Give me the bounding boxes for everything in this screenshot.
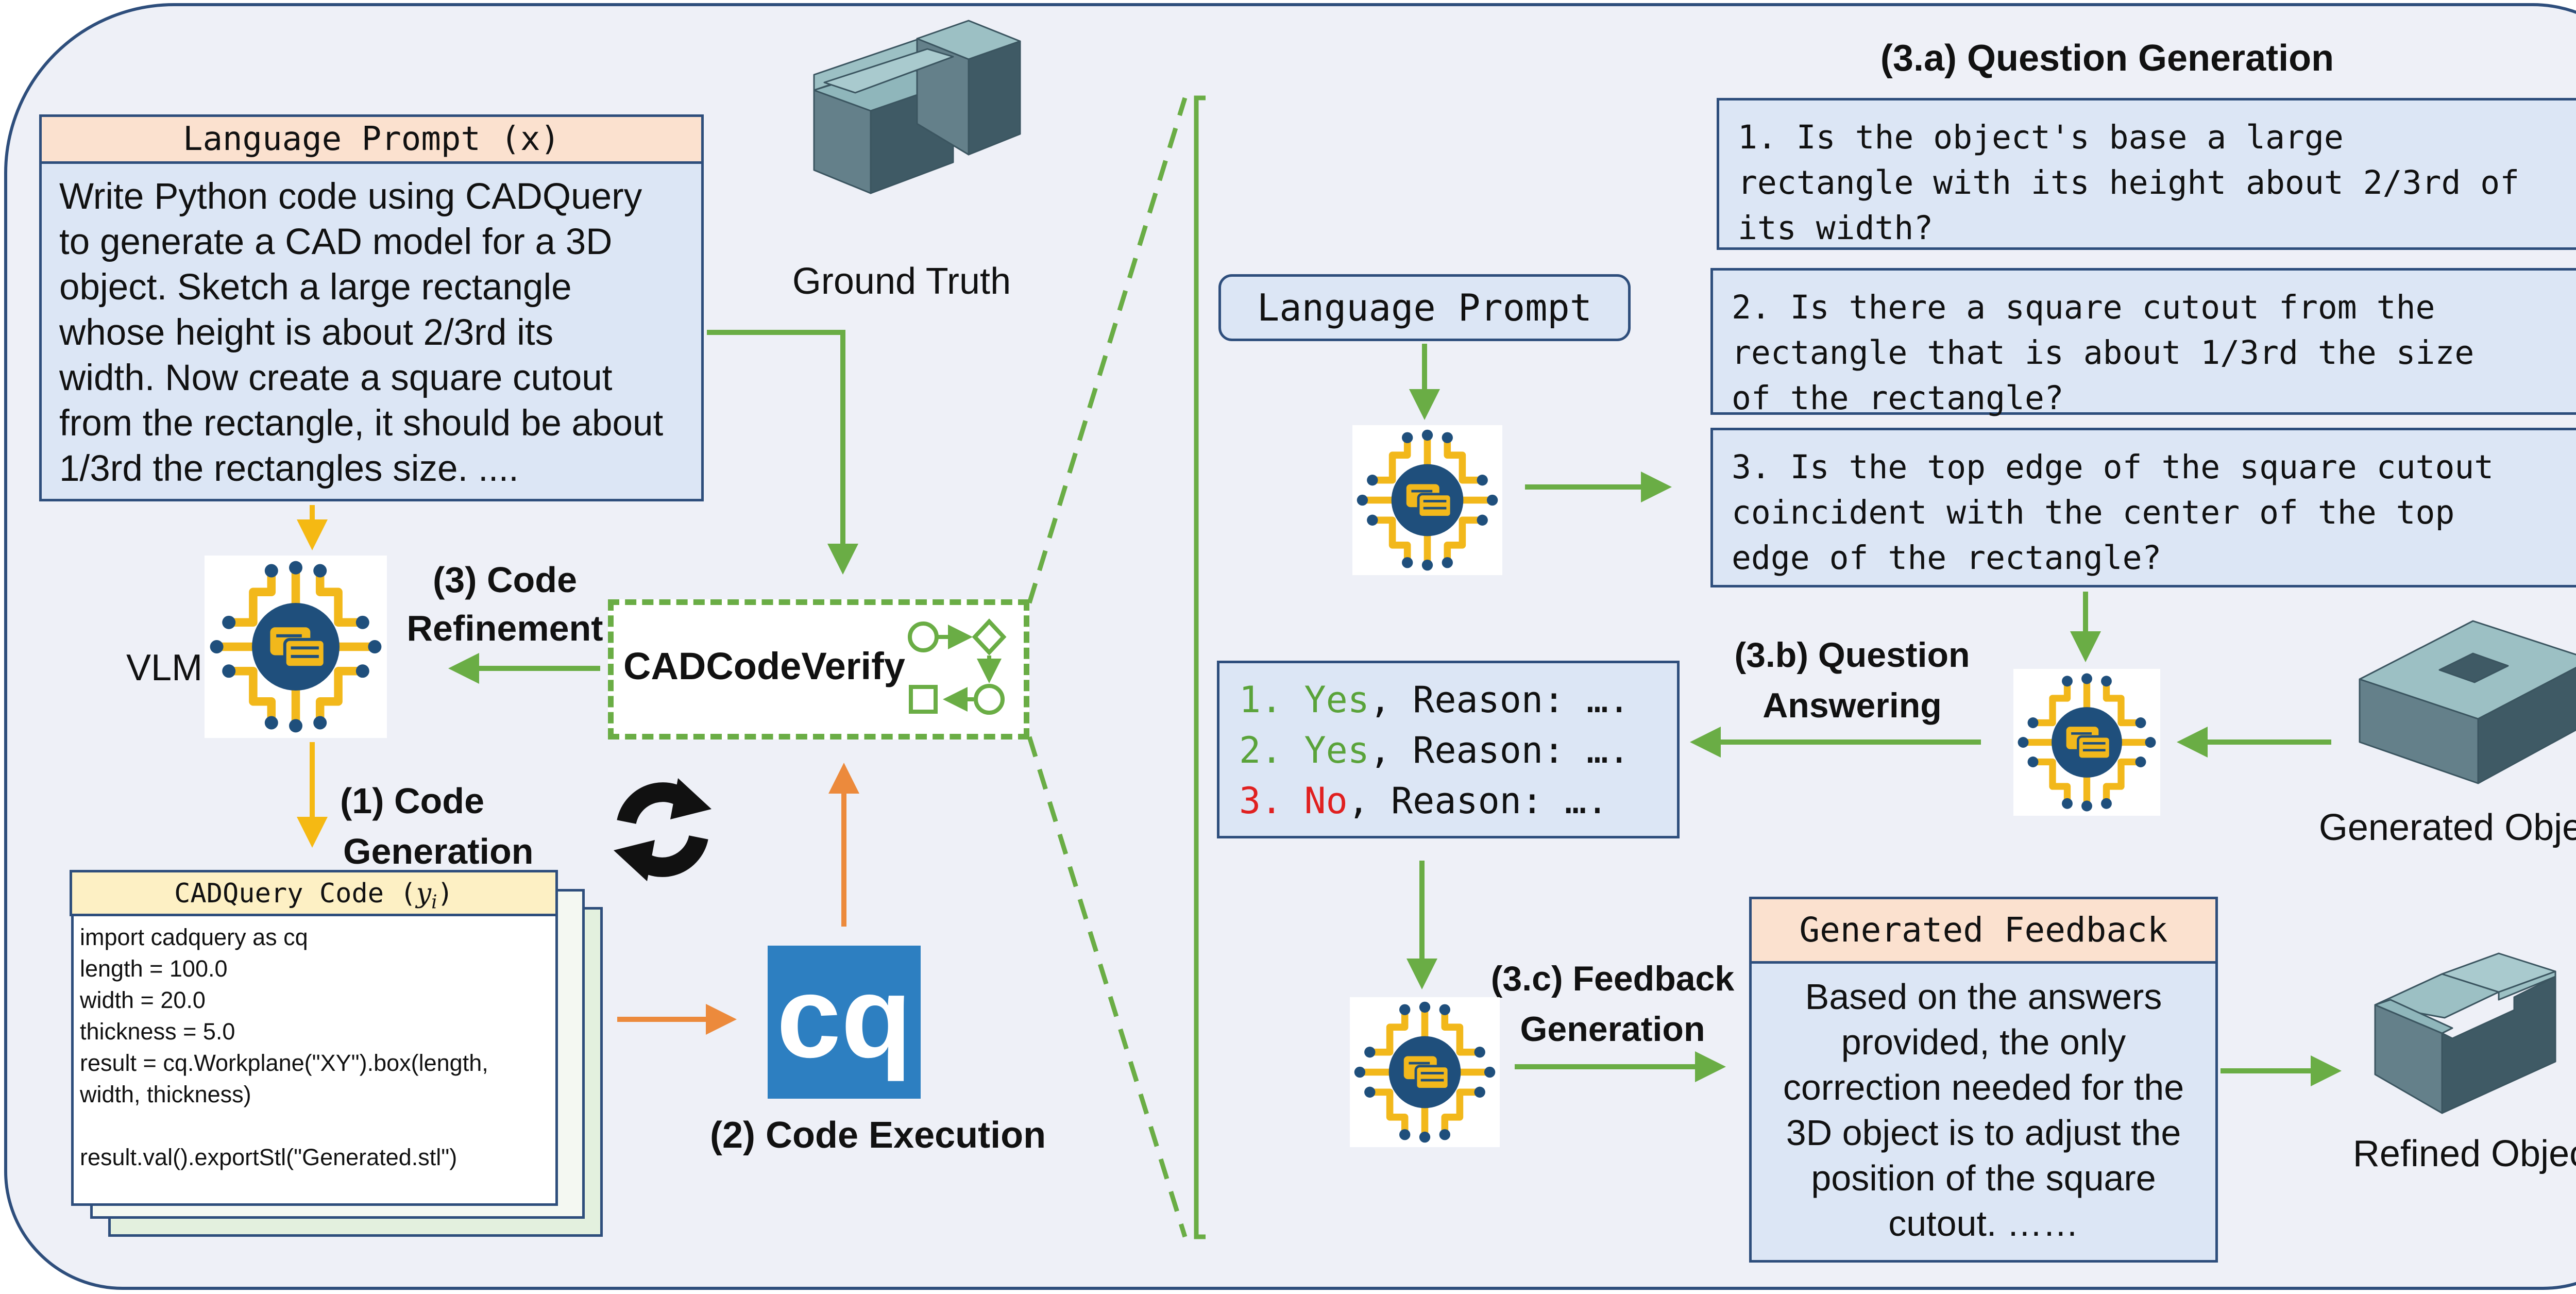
code-refinement-label: (3) Code Refinement (406, 560, 603, 648)
refresh-icon (614, 778, 711, 881)
code-execution-label: (2) Code Execution (710, 1115, 1046, 1156)
generated-object-icon (2359, 620, 2576, 784)
feedback-generation-vlm-icon (1350, 997, 1500, 1147)
ground-truth-object-icon (813, 20, 1021, 194)
question-box-1: 1. Is the object's base a large rectangl… (1717, 98, 2576, 250)
question-generation-title: (3.a) Question Generation (1880, 38, 2334, 79)
refined-object-icon (2374, 952, 2556, 1114)
code-generation-label: (1) Code Generation (340, 781, 534, 871)
prompt-line: Write Python code using CADQuery (59, 176, 642, 217)
answer-line-3: 3. No, Reason: …. (1239, 780, 1608, 822)
ground-truth-label: Ground Truth (792, 261, 1011, 302)
code-line: length = 100.0 (80, 955, 228, 982)
language-prompt-small: Language Prompt (1218, 274, 1631, 341)
refined-object-label: Refined Object (2352, 1133, 2576, 1174)
feedback-generation-label: (3.c) Feedback Generation (1490, 959, 1735, 1049)
code-line: width = 20.0 (80, 987, 206, 1013)
answer-line-1: 1. Yes, Reason: …. (1239, 679, 1630, 721)
question-box-2: 2. Is there a square cutout from the rec… (1710, 268, 2576, 417)
answers-box: 1. Yes, Reason: …. 2. Yes, Reason: …. 3.… (1217, 661, 1680, 838)
prompt-line: to generate a CAD model for a 3D (59, 222, 613, 262)
cadquery-logo-icon (768, 946, 921, 1099)
generated-feedback-header: Generated Feedback (1749, 897, 2218, 964)
language-prompt-box: Write Python code using CADQuery to gene… (39, 161, 704, 501)
cadcodeverify-label: CADCodeVerify (623, 645, 905, 687)
generated-feedback-box: Based on the answers provided, the only … (1749, 961, 2218, 1263)
question-answering-vlm-icon (2013, 669, 2160, 816)
cadquery-logo-text: cq (776, 952, 912, 1082)
question-answering-label: (3.b) Question Answering (1734, 635, 1970, 725)
question-generation-vlm-icon (1352, 425, 1502, 575)
cadcodeverify-box (608, 599, 1029, 740)
cadquery-code-body: import cadquery as cq length = 100.0 wid… (80, 921, 554, 1173)
language-prompt-header: Language Prompt (x) (39, 114, 704, 164)
prompt-line: width. Now create a square cutout (59, 358, 613, 398)
prompt-line: from the rectangle, it should be about (59, 403, 664, 444)
verify-flow-icon (908, 618, 1007, 715)
vlm-label: VLM (126, 647, 203, 688)
code-line: import cadquery as cq (80, 924, 308, 950)
prompt-line: object. Sketch a large rectangle (59, 267, 572, 308)
code-line: result.val().exportStl("Generated.stl") (80, 1144, 457, 1170)
vlm-chip-icon (205, 556, 387, 738)
cadquery-code-header: CADQuery Code (yi) (70, 870, 558, 916)
prompt-line: 1/3rd the rectangles size. .... (59, 448, 519, 489)
generated-object-label: Generated Object (2318, 807, 2576, 848)
code-line: thickness = 5.0 (80, 1018, 235, 1045)
cadquery-code-sheet (71, 871, 558, 1206)
prompt-line: whose height is about 2/3rd its (59, 312, 554, 353)
question-box-3: 3. Is the top edge of the square cutout … (1710, 428, 2576, 587)
code-line: width, thickness) (80, 1081, 251, 1107)
code-line: result = cq.Workplane("XY").box(length, (80, 1050, 488, 1076)
answer-line-2: 2. Yes, Reason: …. (1239, 729, 1630, 771)
